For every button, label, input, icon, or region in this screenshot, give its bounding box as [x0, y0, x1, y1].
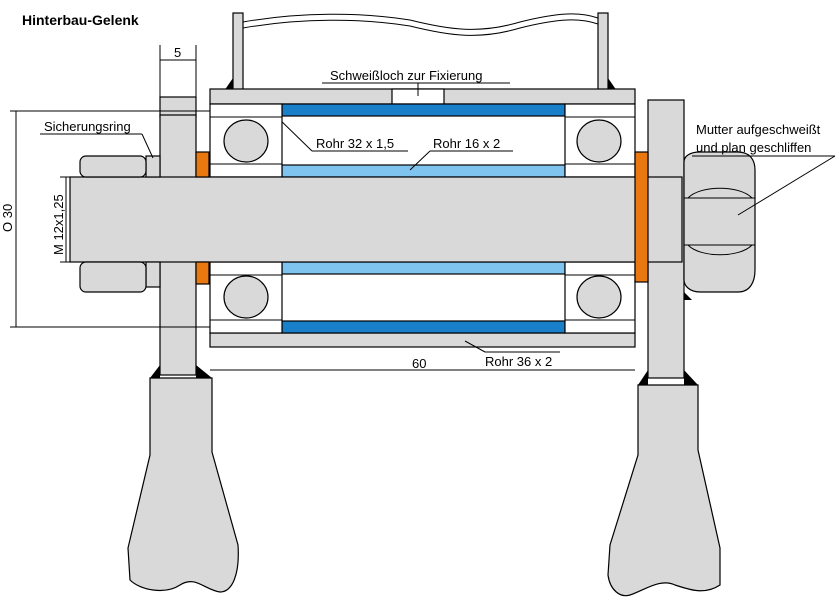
weld-seam-right-arm-l — [638, 370, 648, 385]
bearing-ball-top-right — [576, 119, 622, 163]
weld-seam-top-right — [608, 78, 617, 91]
mutter-leader — [737, 155, 836, 216]
weld-seam-left-arm-l — [150, 365, 160, 378]
left-nut-bottom — [79, 261, 147, 293]
right-swing-arm — [607, 384, 721, 597]
mutter-label-line2: und plan geschliffen — [696, 140, 811, 155]
top-post-right — [597, 12, 609, 92]
inner-tube-bottom — [281, 261, 566, 275]
bearing-ball-top-left — [223, 119, 269, 163]
rohr-36-leader — [464, 340, 486, 353]
washer-right — [634, 151, 649, 283]
top-wavy-break-line — [242, 13, 599, 30]
bearing-ball-bottom-right — [576, 275, 622, 319]
weld-seam-left-arm-r — [196, 365, 212, 378]
bearing-ball-bottom-left — [223, 275, 269, 319]
plate-width-dimension: 5 — [174, 45, 181, 60]
washer-left-bottom — [195, 261, 210, 285]
top-wavy-break-line-lower — [242, 19, 599, 36]
right-nut-chamfer-top — [687, 187, 753, 199]
outer-tube-bottom — [281, 320, 566, 334]
left-nut-top — [79, 155, 147, 178]
rohr-36-label: Rohr 36 x 2 — [485, 354, 552, 369]
rohr-16-leader — [409, 150, 431, 171]
schweissloch-label: Schweißloch zur Fixierung — [330, 68, 482, 83]
mutter-label-line1: Mutter aufgeschweißt — [696, 122, 821, 137]
central-axle — [69, 176, 683, 263]
bottom-tube-bar — [209, 332, 636, 348]
weld-seam-right-nut — [684, 292, 692, 300]
right-nut-chamfer-bottom — [687, 244, 753, 256]
right-hex-nut — [683, 151, 756, 293]
thread-dimension: M 12x1,25 — [51, 194, 66, 255]
rohr-32-label: Rohr 32 x 1,5 — [316, 136, 394, 151]
retaining-ring-top — [145, 155, 161, 178]
weld-seam-top-left — [224, 78, 233, 91]
left-swing-arm — [127, 377, 239, 593]
sicherungsring-leader — [141, 133, 154, 159]
length-dimension: 60 — [412, 356, 426, 371]
sicherungsring-label: Sicherungsring — [44, 119, 131, 134]
top-post-left — [232, 12, 244, 92]
outer-tube-top — [281, 103, 566, 117]
diagram-title: Hinterbau-Gelenk — [22, 12, 139, 28]
rohr-16-label: Rohr 16 x 2 — [433, 136, 500, 151]
washer-left-top — [195, 151, 210, 178]
left-plate-cap — [159, 96, 197, 118]
retaining-ring-bottom — [145, 261, 161, 288]
outer-diameter-dimension: O 30 — [0, 204, 15, 232]
weld-seam-right-arm-r — [684, 370, 698, 385]
inner-tube-top — [281, 164, 566, 178]
